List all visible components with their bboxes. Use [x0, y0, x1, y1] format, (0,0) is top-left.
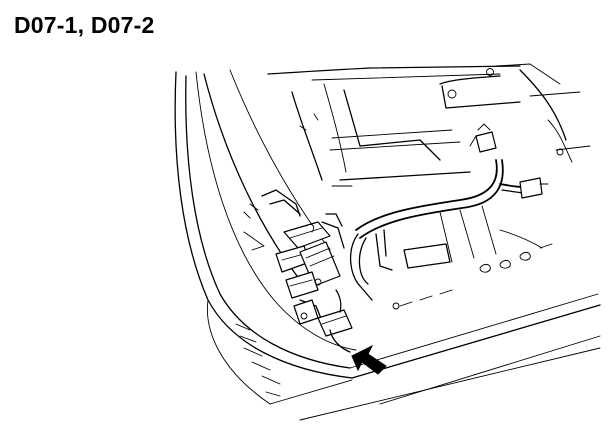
diagram-title: D07-1, D07-2	[14, 12, 155, 38]
door-panel-outline	[174, 69, 601, 421]
panel-holes	[235, 203, 553, 397]
upper-door-trim	[267, 63, 591, 187]
pointer-arrow-icon	[351, 344, 387, 375]
wiring-harness	[350, 123, 549, 301]
connector-assembly	[261, 189, 353, 353]
